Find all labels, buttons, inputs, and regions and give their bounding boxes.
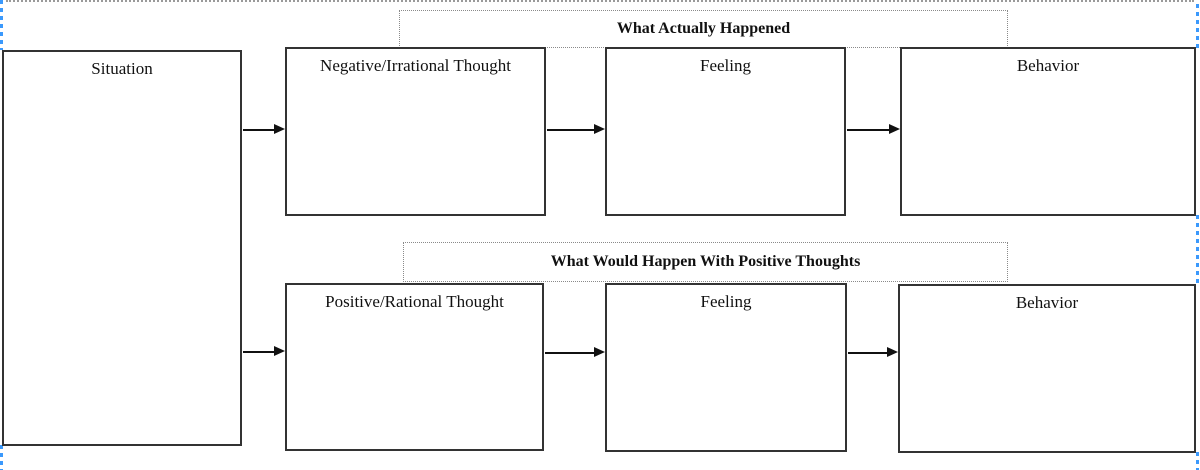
selection-dash-left-bottom xyxy=(0,445,3,470)
positive-thought-box[interactable]: Positive/Rational Thought xyxy=(285,283,544,451)
selection-dash-right-bottom xyxy=(1196,452,1199,470)
feeling-bottom-box[interactable]: Feeling xyxy=(605,283,847,452)
arrow-feeling-to-behavior-top-icon xyxy=(847,124,900,134)
feeling-top-box[interactable]: Feeling xyxy=(605,47,846,216)
behavior-top-label: Behavior xyxy=(1016,56,1080,75)
behavior-top-box[interactable]: Behavior xyxy=(900,47,1196,216)
selection-dash-left-top xyxy=(0,0,3,50)
section-header-hypothetical: What Would Happen With Positive Thoughts xyxy=(403,242,1008,282)
behavior-bottom-box[interactable]: Behavior xyxy=(898,284,1196,453)
arrow-feeling-to-behavior-bottom-icon xyxy=(848,347,898,357)
behavior-bottom-label: Behavior xyxy=(1015,293,1079,312)
arrow-situation-to-negative-icon xyxy=(243,124,285,134)
selection-dash-right-top xyxy=(1196,4,1199,48)
arrow-situation-to-positive-icon xyxy=(243,346,285,356)
page-top-dotted-border xyxy=(6,0,1194,2)
negative-thought-box[interactable]: Negative/Irrational Thought xyxy=(285,47,546,216)
section-header-hypothetical-label: What Would Happen With Positive Thoughts xyxy=(550,253,861,270)
section-header-actual-label: What Actually Happened xyxy=(616,20,791,37)
feeling-bottom-label: Feeling xyxy=(700,292,752,311)
selection-dash-right-middle xyxy=(1196,215,1199,285)
negative-thought-label: Negative/Irrational Thought xyxy=(320,56,511,75)
situation-label: Situation xyxy=(91,59,153,78)
situation-box[interactable]: Situation xyxy=(2,50,242,446)
positive-thought-label: Positive/Rational Thought xyxy=(325,292,504,311)
arrow-negative-to-feeling-icon xyxy=(547,124,605,134)
arrow-positive-to-feeling-icon xyxy=(545,347,605,357)
section-header-actual: What Actually Happened xyxy=(399,10,1008,48)
feeling-top-label: Feeling xyxy=(700,56,751,75)
